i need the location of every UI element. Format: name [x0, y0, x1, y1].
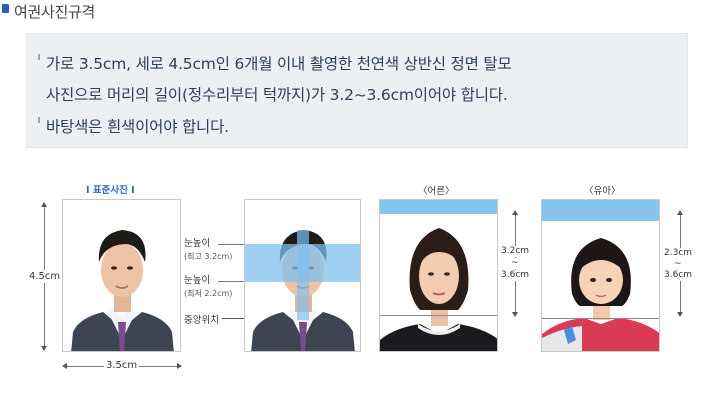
adult-head-sep: ~	[511, 258, 519, 269]
arrow-up-icon	[512, 210, 518, 215]
standard-photo-label: I 표준사진 I	[86, 185, 135, 196]
requirements-box: 가로 3.5cm, 세로 4.5cm인 6개월 이내 촬영한 천연색 상반신 정…	[26, 33, 688, 148]
arrow-right-icon	[177, 363, 182, 369]
bullet-icon	[38, 54, 40, 60]
arrow-down-icon	[677, 312, 683, 317]
adult-top-margin-band	[380, 200, 497, 214]
adult-label: 〈어른〉	[418, 186, 455, 197]
arrow-left-icon	[62, 363, 67, 369]
child-chin-line	[542, 318, 659, 319]
child-head-max: 3.6cm	[664, 270, 693, 281]
bullet-icon	[2, 3, 9, 13]
standard-photo	[62, 199, 181, 352]
eye-min-leader-line	[218, 281, 244, 282]
requirement-line-1: 가로 3.5cm, 세로 4.5cm인 6개월 이내 촬영한 천연색 상반신 정…	[46, 55, 512, 73]
height-label: 4.5cm	[29, 270, 61, 283]
section-title: 여권사진규격	[14, 2, 96, 21]
child-photo	[541, 199, 660, 352]
eye-height-min-title: 눈높이	[184, 275, 211, 286]
eye-height-max-detail: (최고 3.2cm)	[184, 252, 233, 261]
child-label: 〈유아〉	[584, 186, 621, 197]
child-top-margin-band	[542, 200, 659, 221]
eye-max-leader-line	[218, 244, 244, 245]
arrow-up-icon	[677, 210, 683, 215]
center-line-band	[297, 230, 309, 320]
eye-height-max-title: 눈높이	[184, 238, 211, 249]
child-portrait-illustration	[542, 200, 659, 351]
man-portrait-illustration	[63, 200, 180, 351]
adult-head-min: 3.2cm	[501, 246, 530, 257]
arrow-down-icon	[512, 312, 518, 317]
adult-photo	[379, 199, 498, 352]
child-head-sep: ~	[674, 259, 682, 270]
center-position-label: 중앙위치	[184, 315, 219, 326]
arrow-up-icon	[41, 202, 47, 207]
requirement-line-3: 바탕색은 흰색이어야 합니다.	[46, 118, 229, 136]
adult-head-max: 3.6cm	[501, 270, 530, 281]
eye-height-min-detail: (최저 2.2cm)	[184, 289, 233, 298]
bullet-icon	[38, 117, 40, 123]
annotated-photo	[244, 199, 361, 352]
section-header: 여권사진규격	[0, 0, 95, 22]
requirement-line-2: 사진으로 머리의 길이(정수리부터 턱까지)가 3.2~3.6cm이어야 합니다…	[46, 86, 508, 104]
child-head-min: 2.3cm	[664, 248, 693, 259]
woman-portrait-illustration	[380, 200, 497, 351]
arrow-down-icon	[41, 346, 47, 351]
width-label: 3.5cm	[104, 360, 140, 371]
adult-chin-line	[380, 315, 497, 316]
